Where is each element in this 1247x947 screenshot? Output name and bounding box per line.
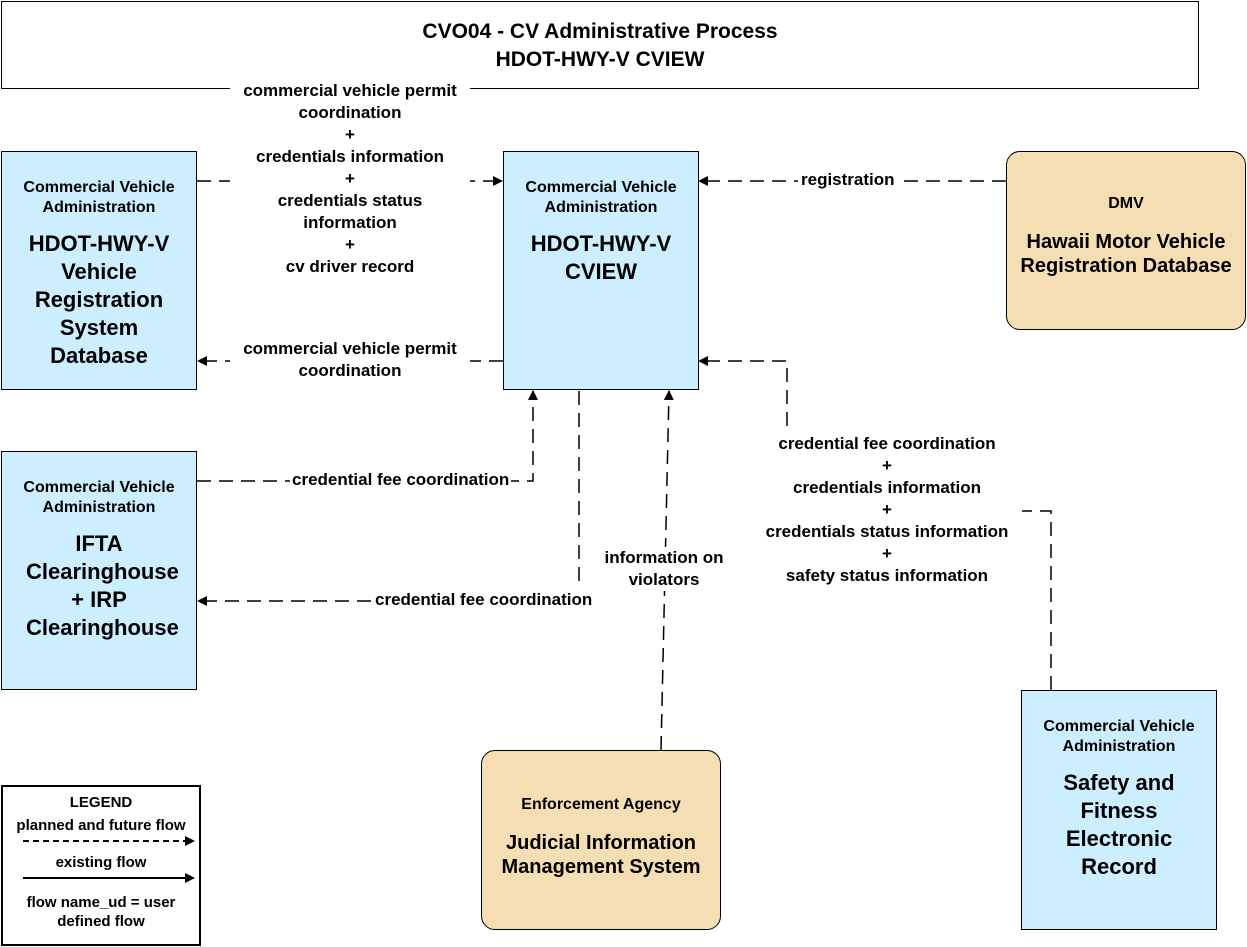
legend-planned-line [23, 836, 195, 846]
flow-label-ifta-to-cview: credential fee coordination [290, 469, 512, 491]
legend-existing-label: existing flow [55, 854, 147, 871]
legend: LEGEND planned and future flow existing … [1, 785, 201, 946]
node-ifta-irp-clearinghouse[interactable]: Commercial Vehicle Administration IFTA C… [1, 451, 197, 690]
flow-label-cview-to-ifta: credential fee coordination [372, 589, 596, 611]
flow-label-cview-to-vrs: commercial vehicle permit coordination [230, 338, 470, 382]
diagram-title: CVO04 - CV Administrative Process HDOT-H… [1, 1, 1199, 89]
node-category: Commercial Vehicle Administration [23, 179, 175, 216]
flow-label-safer-to-cview: credential fee coordination + credential… [752, 433, 1022, 587]
legend-user-defined-label: flow name_ud = user defined flow [26, 894, 176, 930]
node-name: Judicial Information Management System [501, 832, 701, 878]
node-name: IFTA Clearinghouse + IRP Clearinghouse [26, 531, 179, 640]
node-vehicle-registration-system[interactable]: Commercial Vehicle Administration HDOT-H… [1, 151, 197, 390]
node-name: Safety and Fitness Electronic Record [1063, 770, 1175, 879]
node-name: HDOT-HWY-V Vehicle Registration System D… [28, 231, 170, 368]
node-dmv[interactable]: DMV Hawaii Motor Vehicle Registration Da… [1006, 151, 1246, 330]
legend-title: LEGEND [69, 794, 133, 811]
node-safety-fitness-record[interactable]: Commercial Vehicle Administration Safety… [1021, 690, 1217, 930]
node-judicial-information-system[interactable]: Enforcement Agency Judicial Information … [481, 750, 721, 930]
legend-existing-line [23, 873, 195, 883]
node-category: Commercial Vehicle Administration [23, 479, 175, 516]
node-name: Hawaii Motor Vehicle Registration Databa… [1020, 231, 1232, 277]
node-category: DMV [1108, 195, 1144, 212]
flow-label-jims-to-cview: information on violators [596, 547, 732, 591]
node-cview[interactable]: Commercial Vehicle Administration HDOT-H… [503, 151, 699, 390]
title-line-1: CVO04 - CV Administrative Process [422, 20, 778, 43]
flow-line-ifta-to-cview [197, 390, 538, 482]
flow-line-cview-to-ifta [197, 391, 580, 606]
title-line-2: HDOT-HWY-V CVIEW [495, 48, 705, 71]
node-category: Enforcement Agency [521, 796, 681, 813]
legend-planned-label: planned and future flow [16, 817, 186, 834]
node-name: HDOT-HWY-V CVIEW [530, 231, 672, 284]
flow-label-vrs-to-cview: commercial vehicle permit coordination +… [230, 80, 470, 278]
node-category: Commercial Vehicle Administration [525, 179, 677, 216]
flow-label-dmv-to-cview: registration [798, 169, 898, 191]
node-category: Commercial Vehicle Administration [1043, 718, 1195, 755]
